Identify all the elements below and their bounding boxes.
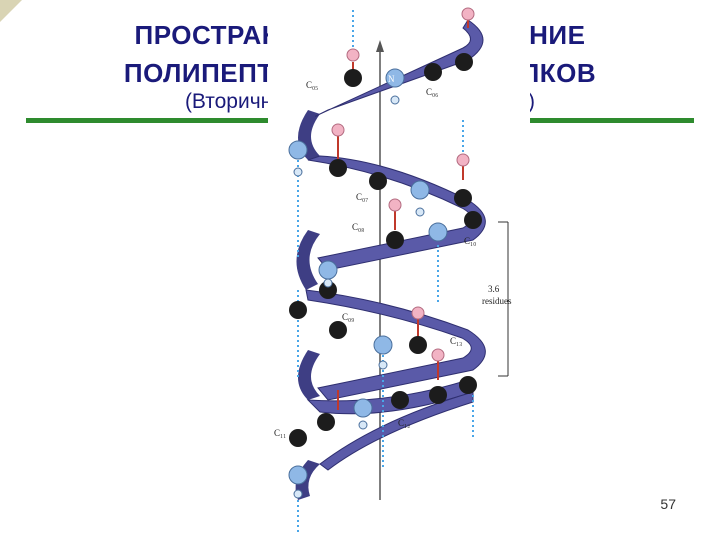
bracket-label-value: 3.6: [488, 284, 500, 294]
label-c011: C₁₁: [274, 428, 286, 438]
label-c010: C₁₀: [464, 236, 476, 246]
alpha-helix-diagram: C₀₅ N C₀₆ C₀₇ C₀₈ C₁₀ C₀₉ C₁₃ C₁₂ C₁₁ 3.…: [274, 7, 512, 535]
backbone-carbon-atoms: [289, 53, 482, 447]
oxygen-atoms: [331, 7, 475, 362]
label-c013: C₁₃: [450, 336, 462, 346]
label-c05: C₀₅: [306, 80, 318, 90]
label-n: N: [388, 74, 395, 84]
residue-bracket: [498, 221, 509, 377]
axis-arrow: [376, 40, 384, 52]
slide-number: 57: [660, 496, 676, 512]
label-c012: C₁₂: [398, 418, 410, 428]
nitrogen-atoms: [288, 68, 448, 485]
hydrogen-atoms: [293, 95, 425, 499]
bracket-label-text: residues: [482, 296, 512, 306]
label-c07: C₀₇: [356, 192, 368, 202]
label-c06: C₀₆: [426, 87, 438, 97]
corner-decoration: [0, 0, 22, 22]
label-c09: C₀₉: [342, 312, 354, 322]
alpha-helix-figure: C₀₅ N C₀₆ C₀₇ C₀₈ C₁₀ C₀₉ C₁₃ C₁₂ C₁₁ 3.…: [268, 0, 530, 540]
label-c08: C₀₈: [352, 222, 364, 232]
